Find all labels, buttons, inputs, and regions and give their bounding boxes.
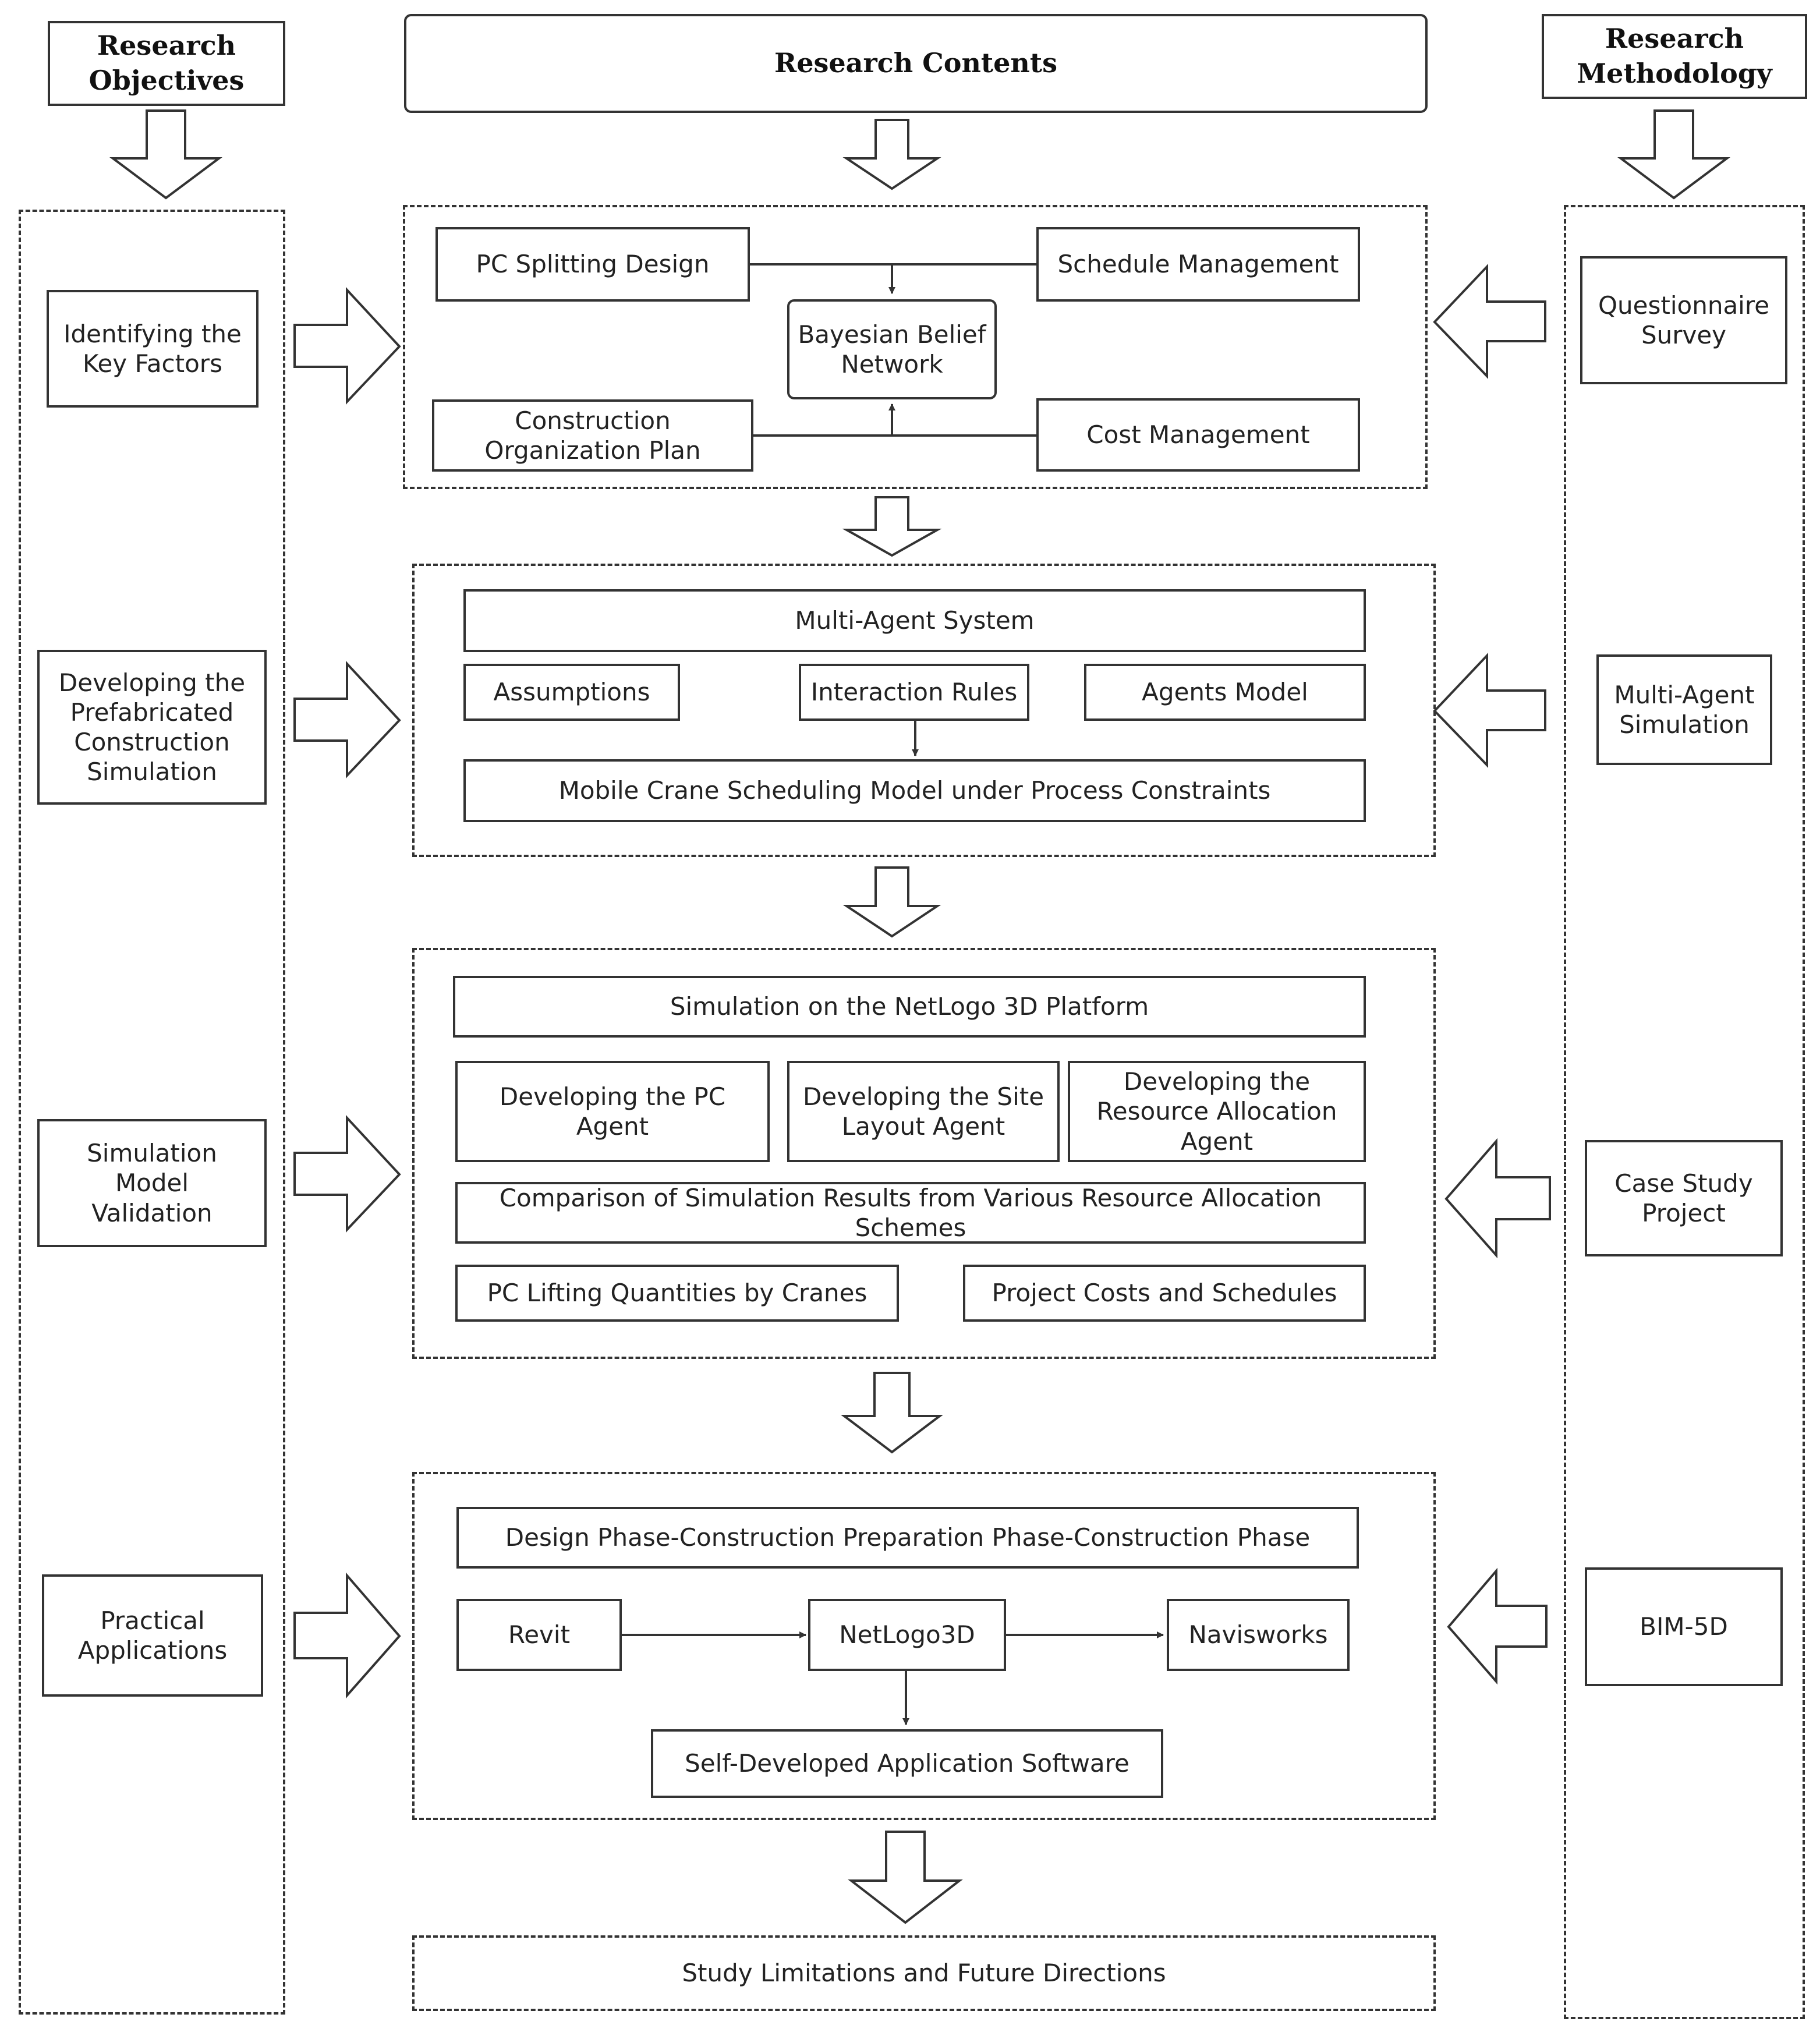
box-interaction-rules: Interaction Rules xyxy=(799,664,1029,721)
method-bim-5d: BIM-5D xyxy=(1585,1567,1783,1686)
block-arrow-right-3 xyxy=(293,1114,401,1233)
header-research-contents: Research Contents xyxy=(404,14,1428,113)
box-assumptions: Assumptions xyxy=(463,664,680,721)
block-arrow-down-3 xyxy=(841,1372,943,1454)
box-pc-splitting-design: PC Splitting Design xyxy=(435,227,750,302)
method-case-study-project: Case Study Project xyxy=(1585,1140,1783,1256)
box-cost-management: Cost Management xyxy=(1036,398,1360,472)
box-construction-organization-plan: Construction Organization Plan xyxy=(432,399,753,472)
block-arrow-down-contents xyxy=(842,119,941,190)
box-bayesian-belief-network: Bayesian Belief Network xyxy=(787,299,997,399)
block-arrow-left-1 xyxy=(1433,263,1546,379)
header-research-methodology: Research Methodology xyxy=(1542,14,1807,99)
block-arrow-down-objectives xyxy=(109,109,223,200)
method-questionnaire-survey: Questionnaire Survey xyxy=(1580,256,1787,384)
box-netlogo-3d-platform: Simulation on the NetLogo 3D Platform xyxy=(453,976,1366,1038)
block-arrow-down-2 xyxy=(842,866,941,938)
box-crane-scheduling-model: Mobile Crane Scheduling Model under Proc… xyxy=(463,759,1366,822)
box-revit: Revit xyxy=(456,1599,622,1671)
limitations-label: Study Limitations and Future Directions xyxy=(682,1959,1166,1988)
block-arrow-down-1 xyxy=(842,496,942,557)
block-arrow-right-1 xyxy=(293,286,401,405)
box-netlogo3d: NetLogo3D xyxy=(808,1599,1006,1671)
objective-model-validation: Simulation Model Validation xyxy=(37,1119,267,1247)
section-simulation xyxy=(412,948,1436,1359)
objective-practical-applications: Practical Applications xyxy=(42,1574,263,1697)
box-navisworks: Navisworks xyxy=(1167,1599,1350,1671)
box-project-costs-schedules: Project Costs and Schedules xyxy=(963,1265,1366,1322)
box-pc-agent: Developing the PC Agent xyxy=(455,1061,770,1162)
section-key-factors xyxy=(403,205,1428,489)
box-self-developed-software: Self-Developed Application Software xyxy=(651,1729,1163,1798)
block-arrow-left-4 xyxy=(1447,1567,1548,1685)
section-applications xyxy=(412,1472,1436,1820)
method-multi-agent-simulation: Multi-Agent Simulation xyxy=(1596,654,1772,765)
block-arrow-right-4 xyxy=(293,1572,401,1699)
objective-identifying-key-factors: Identifying the Key Factors xyxy=(47,290,259,408)
limitations-box xyxy=(412,1935,1436,2011)
header-research-objectives: Research Objectives xyxy=(48,21,285,106)
box-agents-model: Agents Model xyxy=(1084,664,1366,721)
block-arrow-down-4 xyxy=(848,1831,963,1924)
box-project-phases: Design Phase-Construction Preparation Ph… xyxy=(456,1507,1359,1569)
block-arrow-down-methodology xyxy=(1617,109,1731,200)
box-schedule-management: Schedule Management xyxy=(1036,227,1360,302)
methodology-column xyxy=(1564,205,1805,2019)
box-multi-agent-system: Multi-Agent System xyxy=(463,589,1366,652)
box-pc-lifting-quantities: PC Lifting Quantities by Cranes xyxy=(455,1265,899,1322)
block-arrow-right-2 xyxy=(293,660,401,779)
box-resource-allocation-agent: Developing the Resource Allocation Agent xyxy=(1068,1061,1366,1162)
block-arrow-left-3 xyxy=(1444,1138,1551,1259)
box-comparison-results: Comparison of Simulation Results from Va… xyxy=(455,1182,1366,1244)
block-arrow-left-2 xyxy=(1433,652,1546,768)
objectives-column xyxy=(19,210,285,2015)
box-site-layout-agent: Developing the Site Layout Agent xyxy=(787,1061,1060,1162)
objective-developing-simulation: Developing the Prefabricated Constructio… xyxy=(37,650,267,805)
